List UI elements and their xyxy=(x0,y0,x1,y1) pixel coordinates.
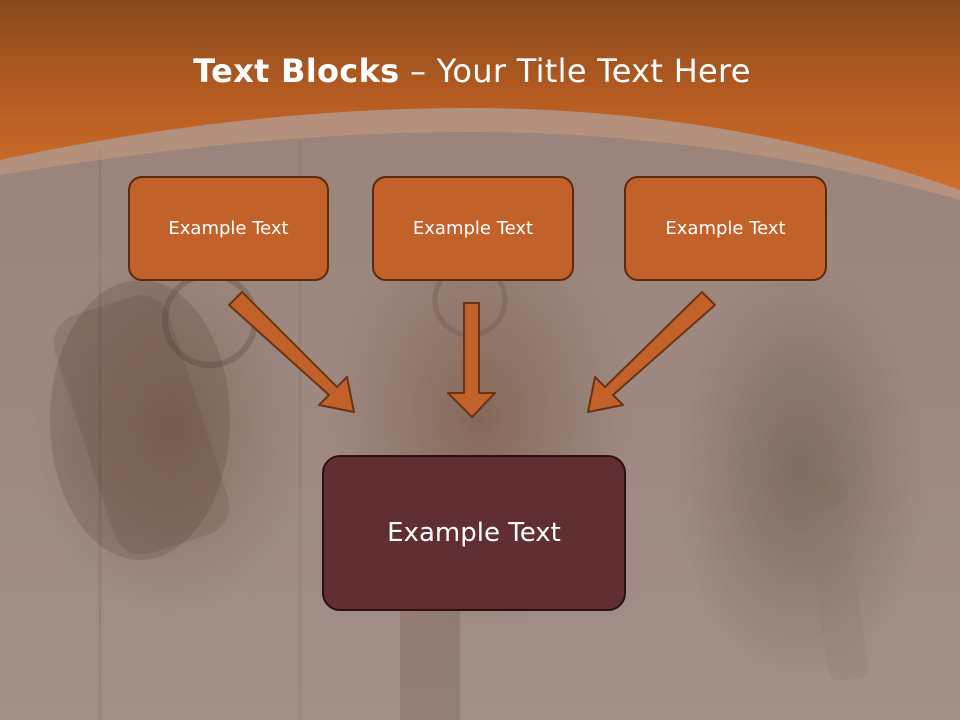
text-block-main[interactable]: Example Text xyxy=(322,455,626,611)
text-block-center[interactable]: Example Text xyxy=(372,176,574,281)
title-rest: Your Title Text Here xyxy=(436,52,751,90)
text-block-left[interactable]: Example Text xyxy=(128,176,329,281)
text-block-right[interactable]: Example Text xyxy=(624,176,827,281)
arrow-center xyxy=(447,302,496,418)
text-block-center-label: Example Text xyxy=(412,218,534,239)
text-block-main-label: Example Text xyxy=(387,518,561,548)
page-title: Text Blocks – Your Title Text Here xyxy=(0,52,944,90)
header-band xyxy=(0,0,960,200)
title-bold: Text Blocks xyxy=(193,52,400,90)
arrow-right xyxy=(587,291,716,413)
arrow-left xyxy=(228,291,355,413)
title-separator: – xyxy=(399,52,437,90)
text-block-left-label: Example Text xyxy=(168,218,289,239)
text-block-right-label: Example Text xyxy=(665,218,786,239)
